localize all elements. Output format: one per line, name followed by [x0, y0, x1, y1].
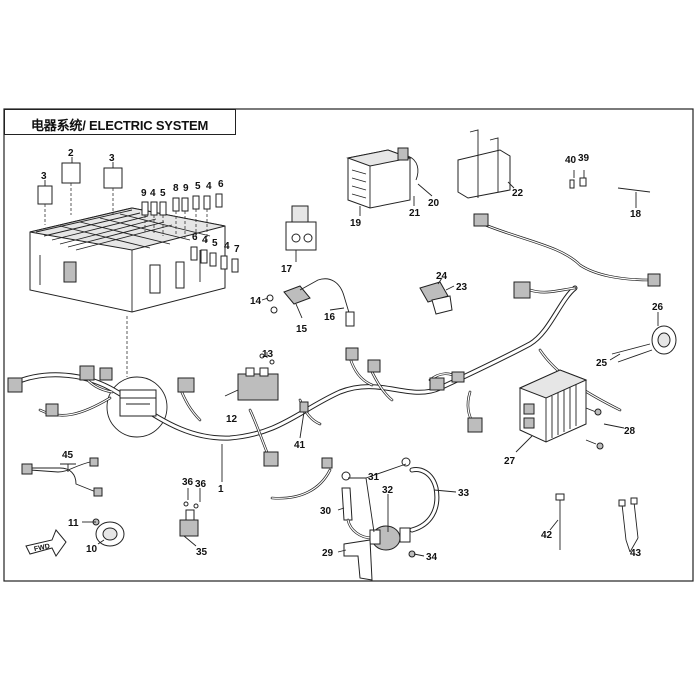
callout-28: 28	[624, 426, 636, 437]
callout-5a: 5	[160, 188, 166, 199]
sensor-15	[266, 278, 355, 327]
callout-26: 26	[652, 302, 664, 313]
callout-29: 29	[322, 548, 334, 559]
fuse-holder	[119, 389, 157, 417]
callout-1: 1	[218, 484, 224, 495]
callout-14: 14	[250, 296, 262, 307]
callout-8: 8	[173, 183, 179, 194]
callout-43: 43	[630, 548, 642, 559]
battery-bracket	[457, 129, 511, 199]
callout-27: 27	[504, 456, 516, 467]
callout-22: 22	[512, 188, 524, 199]
callout-4d: 4	[224, 241, 230, 252]
connector-23-24	[419, 281, 453, 315]
callout-12: 12	[226, 414, 238, 425]
callout-36b: 36	[195, 479, 207, 490]
callout-42: 42	[541, 530, 553, 541]
callout-23: 23	[456, 282, 468, 293]
callout-9a: 9	[141, 188, 147, 199]
cable-tie-18	[617, 187, 651, 193]
callout-20: 20	[428, 198, 440, 209]
callout-6a: 6	[218, 179, 224, 190]
callout-33: 33	[458, 488, 470, 499]
callout-31: 31	[368, 472, 380, 483]
callout-2: 2	[68, 148, 74, 159]
page-title: 电器系统/ ELECTRIC SYSTEM	[31, 118, 209, 133]
callout-4c: 4	[202, 235, 208, 246]
callout-24: 24	[436, 271, 448, 282]
relay-group	[37, 162, 239, 273]
wire-lead-45	[21, 457, 103, 497]
callout-40: 40	[565, 155, 577, 166]
cable-ties-43	[618, 497, 639, 541]
callout-35: 35	[196, 547, 208, 558]
callout-21: 21	[409, 208, 421, 219]
callout-25: 25	[596, 358, 608, 369]
callout-34: 34	[426, 552, 438, 563]
fwd-label: FWD	[34, 543, 51, 553]
callout-11: 11	[68, 518, 79, 529]
callout-41: 41	[294, 440, 306, 451]
callout-18: 18	[630, 209, 642, 220]
callout-5b: 5	[195, 181, 201, 192]
callout-16: 16	[324, 312, 336, 323]
callout-6b: 6	[192, 232, 198, 243]
callout-4b: 4	[206, 181, 212, 192]
bolts-28	[585, 407, 604, 450]
battery	[346, 147, 419, 209]
clip-41	[299, 401, 309, 413]
callout-15: 15	[296, 324, 308, 335]
callout-36a: 36	[182, 477, 194, 488]
callout-10: 10	[86, 544, 98, 555]
callout-19: 19	[350, 218, 362, 229]
callout-3a: 3	[41, 171, 47, 182]
starter-relay-17	[285, 205, 317, 251]
relay-35	[179, 501, 199, 537]
callout-5c: 5	[212, 238, 218, 249]
leader-lines	[44, 157, 659, 557]
regulator-27	[518, 369, 588, 443]
main-wiring-harness	[7, 213, 661, 500]
horn-10	[92, 518, 125, 547]
callout-45: 45	[62, 450, 74, 461]
title-box: 电器系统/ ELECTRIC SYSTEM	[4, 109, 236, 135]
stator-26	[611, 325, 677, 363]
callout-3b: 3	[109, 153, 115, 164]
callout-numbers: 2 3 3 9 4 5 8 9 5 4 6 6 4 5 4 7 12 13 14…	[41, 148, 664, 563]
hose-assembly	[341, 457, 440, 551]
callout-32: 32	[382, 485, 394, 496]
callout-9b: 9	[183, 183, 189, 194]
bracket-29	[343, 539, 373, 581]
outer-border	[3, 108, 694, 582]
callout-30: 30	[320, 506, 332, 517]
callout-13: 13	[262, 349, 274, 360]
callout-7: 7	[234, 244, 240, 255]
detail-circle	[106, 376, 168, 438]
fwd-arrow: FWD	[25, 529, 67, 557]
callout-39: 39	[578, 153, 590, 164]
clip-39-40	[569, 177, 587, 189]
relay-module-12	[237, 353, 279, 401]
callout-4a: 4	[150, 188, 156, 199]
callout-17: 17	[281, 264, 293, 275]
